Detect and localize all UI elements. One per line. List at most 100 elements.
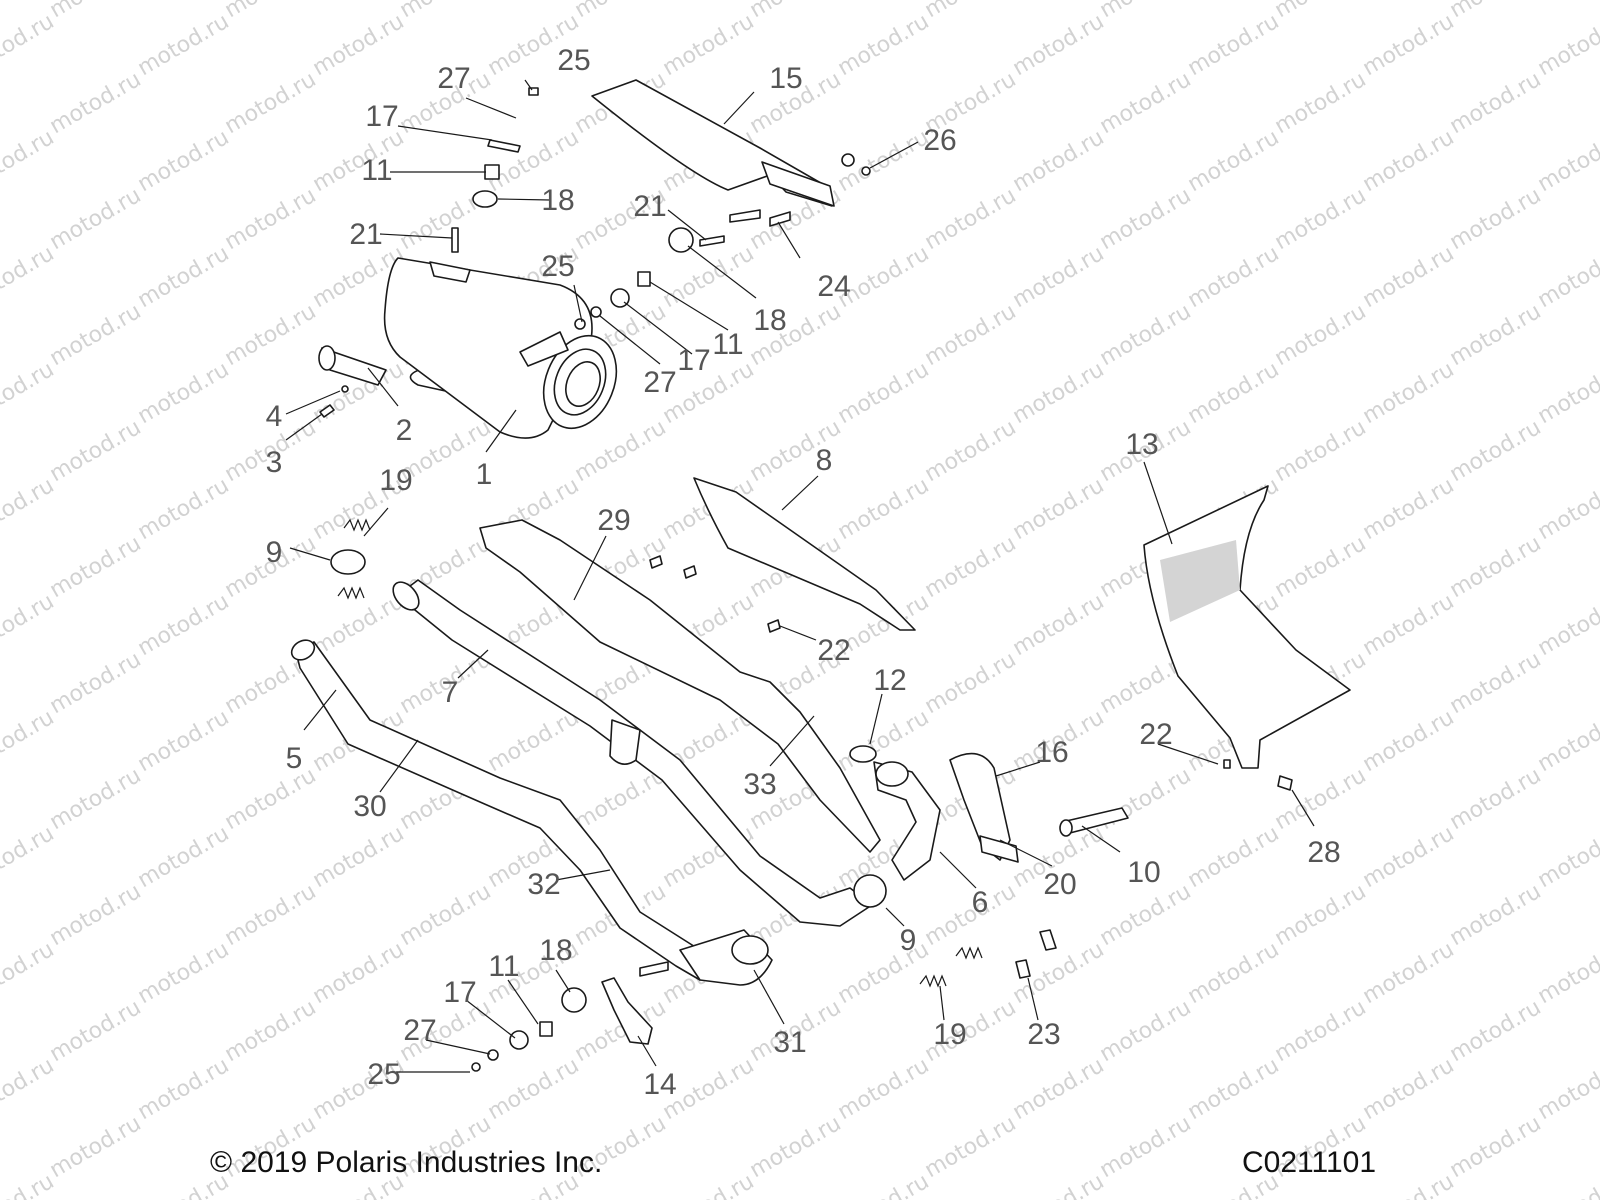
watermark-text: motod.ru <box>0 9 58 81</box>
heat-shield-13 <box>1143 485 1351 769</box>
hardware <box>451 87 1293 1072</box>
watermark-text: motod.ru <box>1446 415 1546 487</box>
watermark-text: motod.ru <box>1184 821 1284 893</box>
watermark-text: motod.ru <box>134 473 234 545</box>
watermark-text: motod.ru <box>1359 937 1459 1009</box>
clamp-9-upper <box>330 549 366 575</box>
watermark-text: motod.ru <box>46 0 146 23</box>
watermark-text: motod.ru <box>1096 0 1196 23</box>
watermark-text: motod.ru <box>134 1053 234 1125</box>
watermark-text: motod.ru <box>1009 1053 1109 1125</box>
callout-21-left: 21 <box>349 218 382 251</box>
watermark-text: motod.ru <box>1359 473 1459 545</box>
watermark-text: motod.ru <box>1534 1053 1600 1125</box>
watermark-text: motod.ru <box>1009 9 1109 81</box>
callout-22-right: 22 <box>1139 718 1172 751</box>
watermark-text: motod.ru <box>484 1053 584 1125</box>
watermark-text: motod.ru <box>571 0 671 23</box>
callout-29: 29 <box>597 504 630 537</box>
watermark-text: motod.ru <box>834 357 934 429</box>
watermark-text: motod.ru <box>46 763 146 835</box>
callout-30: 30 <box>353 790 386 823</box>
watermark-text: motod.ru <box>0 1169 58 1200</box>
callout-17-top: 17 <box>365 100 398 133</box>
watermark-text: motod.ru <box>309 589 409 661</box>
watermark-text: motod.ru <box>0 473 58 545</box>
watermark-text: motod.ru <box>1359 821 1459 893</box>
heat-shield-15-bracket <box>761 161 835 207</box>
callout-10: 10 <box>1127 856 1160 889</box>
watermark-text: motod.ru <box>1534 125 1600 197</box>
callout-18-top: 18 <box>541 184 574 217</box>
callout-22-mid: 22 <box>817 634 850 667</box>
muffler <box>383 257 618 439</box>
watermark-text: motod.ru <box>1271 879 1371 951</box>
watermark-text: motod.ru <box>921 647 1021 719</box>
watermark-text: motod.ru <box>46 1111 146 1183</box>
callout-11-bottom: 11 <box>488 950 519 983</box>
watermark-text: motod.ru <box>134 705 234 777</box>
callout-27-top: 27 <box>437 62 470 95</box>
watermark-text: motod.ru <box>1359 589 1459 661</box>
clamp-9-lower <box>853 874 887 908</box>
watermark-text: motod.ru <box>134 125 234 197</box>
watermark-text: motod.ru <box>221 299 321 371</box>
watermark-text: motod.ru <box>221 763 321 835</box>
watermark-text: motod.ru <box>1009 1169 1109 1200</box>
watermark-text: motod.ru <box>921 879 1021 951</box>
watermark-text: motod.ru <box>1009 125 1109 197</box>
screw-3 <box>319 404 335 418</box>
watermark-text: motod.ru <box>1534 1169 1600 1200</box>
callout-18-bottom: 18 <box>539 934 572 967</box>
watermark-text: motod.ru <box>134 589 234 661</box>
middle-pipe-inlet <box>290 639 316 661</box>
watermark-text: motod.ru <box>659 9 759 81</box>
watermark-text: motod.ru <box>921 299 1021 371</box>
springs-19 <box>337 518 983 988</box>
callout-2: 2 <box>396 414 413 447</box>
watermark-text: motod.ru <box>1184 9 1284 81</box>
copyright-text: © 2019 Polaris Industries Inc. <box>210 1146 603 1179</box>
watermark-text: motod.ru <box>1534 821 1600 893</box>
watermark-text: motod.ru <box>746 1111 846 1183</box>
watermark-text: motod.ru <box>921 0 1021 23</box>
watermark-text: motod.ru <box>1446 763 1546 835</box>
watermark-text: motod.ru <box>0 937 58 1009</box>
watermark-text: motod.ru <box>1009 473 1109 545</box>
watermark-text: motod.ru <box>1009 241 1109 313</box>
watermark-text: motod.ru <box>1446 995 1546 1067</box>
head-pipe-flange <box>875 761 909 787</box>
watermark-text: motod.ru <box>1534 9 1600 81</box>
watermark-text: motod.ru <box>1446 183 1546 255</box>
watermark-text: motod.ru <box>834 1053 934 1125</box>
watermark-text: motod.ru <box>484 705 584 777</box>
watermark-text: motod.ru <box>134 357 234 429</box>
watermark-text: motod.ru <box>1096 879 1196 951</box>
watermark-text: motod.ru <box>921 1111 1021 1183</box>
tailpipe-tip <box>318 345 387 386</box>
watermark-text: motod.ru <box>0 1053 58 1125</box>
callout-32: 32 <box>527 868 560 901</box>
watermark-text: motod.ru <box>1446 647 1546 719</box>
watermark-text: motod.ru <box>0 705 58 777</box>
callout-15: 15 <box>769 62 802 95</box>
watermark-text: motod.ru <box>921 183 1021 255</box>
callout-25-top: 25 <box>557 44 590 77</box>
watermark-text: motod.ru <box>221 67 321 139</box>
watermark-text: motod.ru <box>309 125 409 197</box>
watermark-text: motod.ru <box>1534 937 1600 1009</box>
watermark-text: motod.ru <box>1359 125 1459 197</box>
callout-3: 3 <box>266 446 283 479</box>
watermark-text: motod.ru <box>221 183 321 255</box>
callout-14: 14 <box>643 1068 676 1101</box>
watermark-text: motod.ru <box>46 415 146 487</box>
watermark-text: motod.ru <box>746 0 846 23</box>
callout-1: 1 <box>476 458 493 491</box>
watermark-text: motod.ru <box>1184 125 1284 197</box>
callout-19-right: 19 <box>933 1018 966 1051</box>
callout-24: 24 <box>817 270 850 303</box>
callout-12: 12 <box>873 664 906 697</box>
watermark-text: motod.ru <box>1009 589 1109 661</box>
watermark-text: motod.ru <box>46 879 146 951</box>
watermark-text: motod.ru <box>1271 415 1371 487</box>
